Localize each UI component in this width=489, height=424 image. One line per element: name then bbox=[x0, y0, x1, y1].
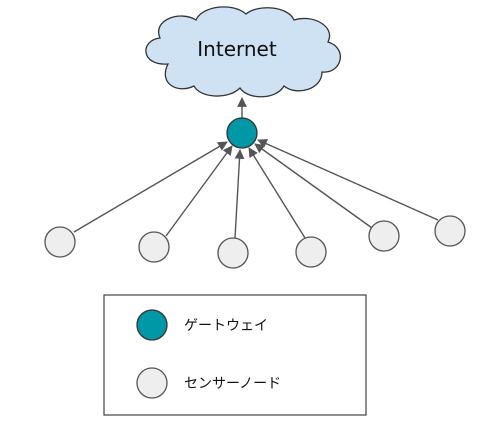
legend: ゲートウェイ センサーノード bbox=[103, 294, 367, 416]
sensor-edge-3 bbox=[234, 149, 245, 239]
legend-gateway-label: ゲートウェイ bbox=[184, 318, 268, 334]
sensor-node-5 bbox=[368, 220, 400, 252]
sensor-node-3 bbox=[217, 237, 249, 269]
gateway-node bbox=[226, 117, 258, 149]
legend-sensor-label: センサーノード bbox=[184, 376, 281, 392]
sensor-node-4 bbox=[295, 236, 327, 268]
internet-cloud: Internet bbox=[145, 6, 341, 98]
sensor-edge-2 bbox=[165, 145, 233, 237]
sensor-edge-6 bbox=[257, 139, 439, 221]
sensor-edge-4 bbox=[248, 147, 306, 239]
legend-gateway-swatch bbox=[136, 309, 168, 341]
cloud-shape bbox=[145, 6, 341, 98]
sensor-nodes bbox=[44, 215, 466, 269]
cloud-label: Internet bbox=[197, 37, 277, 61]
sensor-node-1 bbox=[44, 226, 76, 258]
sensor-edge-1 bbox=[73, 141, 228, 233]
sensor-node-6 bbox=[434, 215, 466, 247]
sensor-edges bbox=[73, 139, 439, 239]
legend-sensor-swatch bbox=[136, 367, 168, 399]
sensor-node-2 bbox=[138, 231, 170, 263]
sensor-edge-5 bbox=[254, 143, 373, 229]
